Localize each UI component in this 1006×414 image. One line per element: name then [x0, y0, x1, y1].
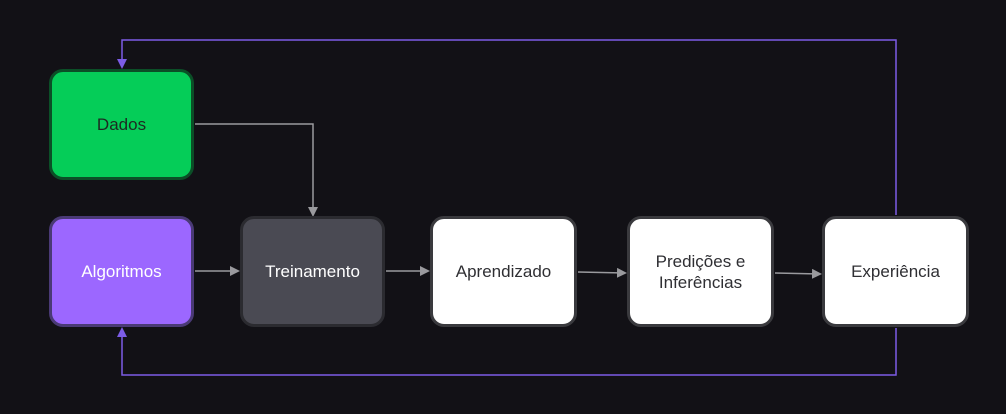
- edge-aprendizado-predicoes: [577, 267, 627, 278]
- node-aprendizado: Aprendizado: [430, 216, 577, 327]
- edge-feedback-to-dados: [117, 39, 897, 215]
- edge-feedback-to-algoritmos: [117, 327, 897, 376]
- node-dados: Dados: [49, 69, 194, 180]
- node-predicoes-inferencias: Predições e Inferências: [627, 216, 774, 327]
- node-algoritmos: Algoritmos: [49, 216, 194, 327]
- edge-dados-treinamento: [195, 123, 318, 217]
- node-experiencia: Experiência: [822, 216, 969, 327]
- edge-predicoes-experiencia: [774, 268, 822, 279]
- node-treinamento: Treinamento: [240, 216, 385, 327]
